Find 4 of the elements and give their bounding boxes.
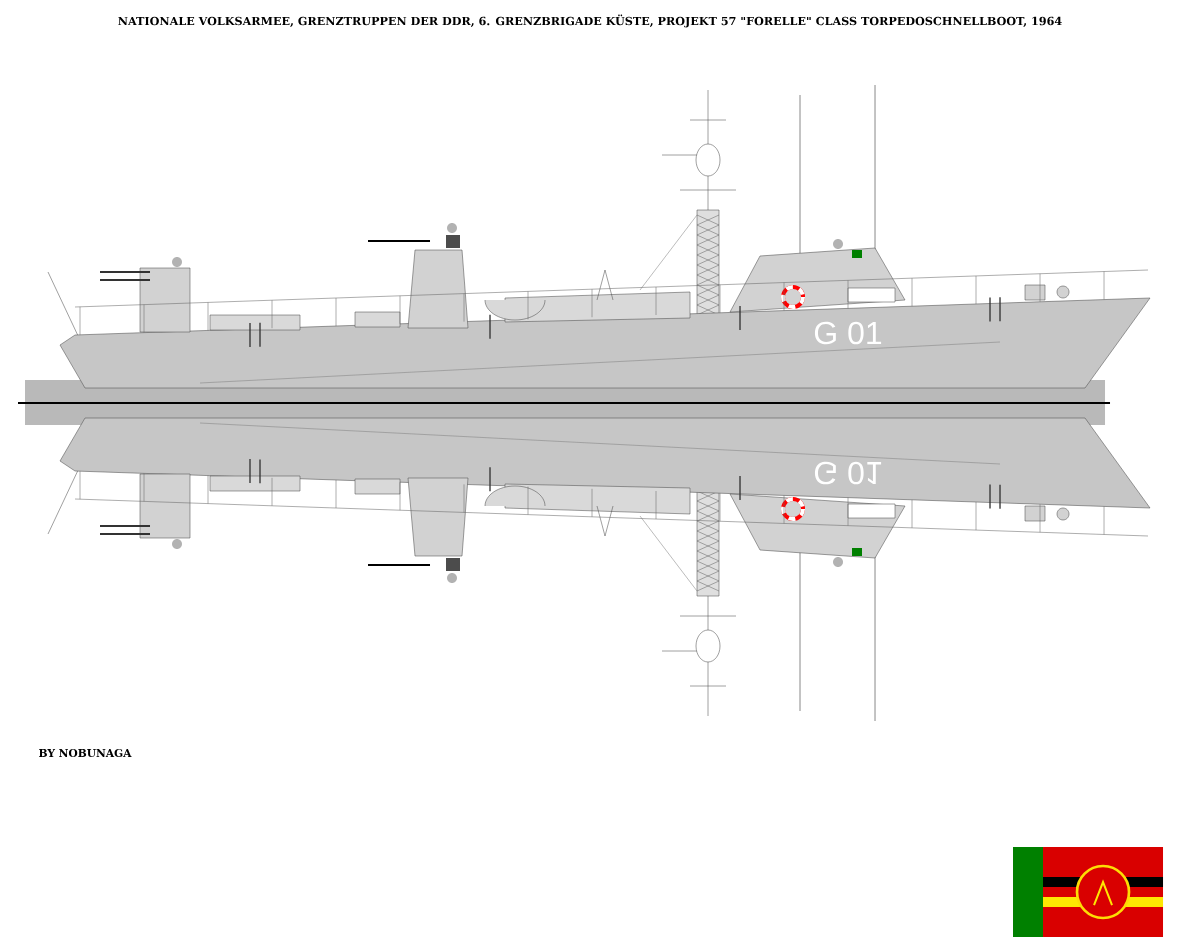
- title: NATIONALE VOLKSARMEE, GRENZTRUPPEN DER DDR, 6. GRENZBRIGADE KÜSTE, PROJEKT 57 "FORELLE" CLASS TORPEDOSCHNELLBOOT, 1964: [118, 14, 1062, 28]
- credit-text: BY NOBUNAGA: [39, 748, 132, 758]
- hull-number: G 01: [814, 321, 882, 345]
- hull-number: G 01: [814, 461, 882, 485]
